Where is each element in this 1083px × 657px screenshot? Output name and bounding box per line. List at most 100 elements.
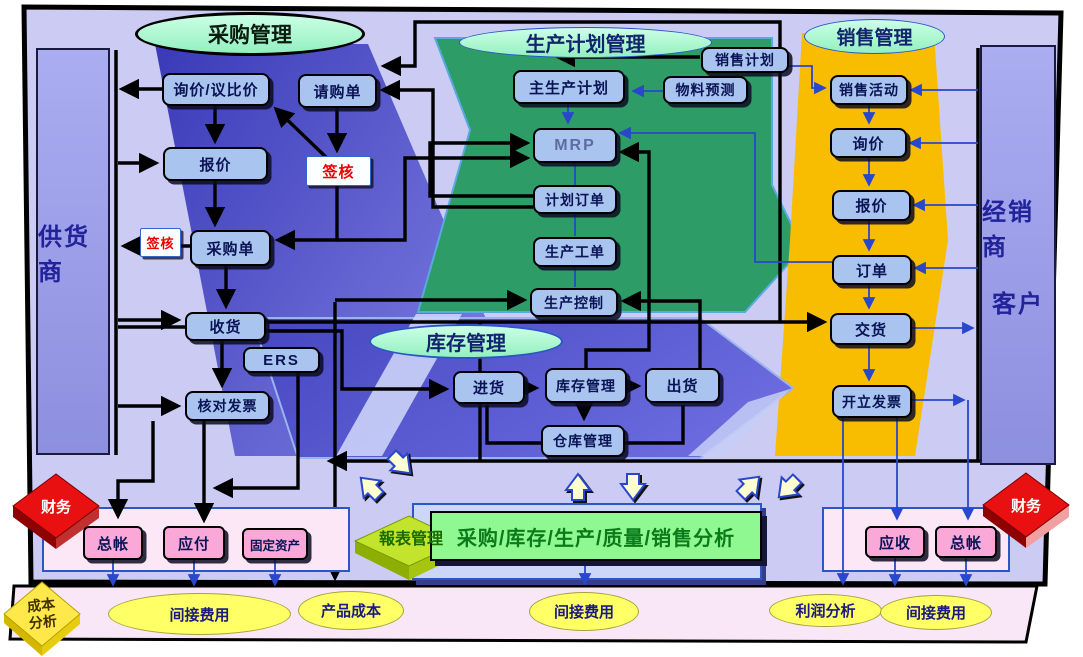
sales-order-label: 订单 <box>855 262 888 280</box>
general-ledger-left-box: 总帐 <box>83 526 143 560</box>
purchase-requisition-label: 请购单 <box>313 83 362 101</box>
inquiry-compare-box: 询价/议比价 <box>162 73 270 106</box>
ers-label: ERS <box>263 351 300 369</box>
supplier-label: 供货商 <box>38 223 90 286</box>
procurement-header-label: 采购管理 <box>208 24 292 47</box>
finance-right-text: 财务 <box>1010 497 1041 515</box>
accounts-receivable-label: 应收 <box>878 534 911 552</box>
sales-plan-label: 销售计划 <box>715 52 775 68</box>
sales-quotation-label: 报价 <box>855 198 888 215</box>
ers-box: ERS <box>243 347 320 373</box>
profit-analysis-label: 利润分析 <box>795 603 856 620</box>
accounts-payable-label: 应付 <box>177 535 210 553</box>
goods-out-label: 出货 <box>666 378 699 395</box>
inventory-header: 库存管理 <box>369 324 563 359</box>
blue-connectors <box>561 65 978 407</box>
black-connectors-finance <box>107 373 300 524</box>
accounts-receivable-box: 应收 <box>865 526 925 558</box>
accounts-payable-box: 应付 <box>163 526 225 560</box>
flow-exchange-arrows <box>359 449 803 502</box>
inventory-header-label: 库存管理 <box>426 333 506 355</box>
sign-off-po-label: 签核 <box>146 236 175 251</box>
general-ledger-left-label: 总帐 <box>96 535 129 553</box>
planned-order-box: 计划订单 <box>533 185 617 214</box>
black-connectors <box>118 20 1035 582</box>
finance-diamond-left-label: 财务 <box>29 496 83 516</box>
general-ledger-right-box: 总帐 <box>935 526 997 558</box>
report-diamond-label: 報表管理 <box>363 527 459 548</box>
goods-receipt-box: 收货 <box>185 312 266 341</box>
distributor-label: 经销商 <box>982 198 1034 261</box>
overhead-left-label: 间接费用 <box>169 606 230 624</box>
purchase-requisition-box: 请购单 <box>298 74 377 108</box>
mps-label: 主生产计划 <box>528 79 609 97</box>
invoicing-box: 开立发票 <box>832 385 912 418</box>
mrp-box: MRP <box>533 128 617 163</box>
production-control-label: 生产控制 <box>544 294 604 311</box>
production-planning-header: 生产计划管理 <box>459 27 712 58</box>
sales-inquiry-box: 询价 <box>830 128 907 158</box>
product-cost-label: 产品成本 <box>320 603 381 620</box>
purchase-order-box: 采购单 <box>190 230 271 266</box>
fixed-assets-box: 固定资产 <box>242 528 308 560</box>
blue-connectors-finance <box>106 400 975 587</box>
fixed-assets-label: 固定资产 <box>249 538 300 553</box>
material-forecast-label: 物料预测 <box>675 82 736 98</box>
sales-inquiry-label: 询价 <box>852 135 885 153</box>
sales-plan-box: 销售计划 <box>701 47 789 73</box>
goods-out-box: 出货 <box>645 368 720 403</box>
general-ledger-right-label: 总帐 <box>949 534 982 552</box>
goods-receipt-label: 收货 <box>209 319 242 336</box>
warehouse-mgmt-label: 仓库管理 <box>553 433 613 449</box>
work-order-label: 生产工单 <box>545 244 605 260</box>
inventory-band-highlight-2 <box>688 389 790 456</box>
procurement-header: 采购管理 <box>135 12 365 56</box>
production-control-box: 生产控制 <box>530 288 618 317</box>
inventory-mgmt-label: 库存管理 <box>556 377 616 394</box>
overhead-left-ellipse: 间接费用 <box>108 593 291 635</box>
profit-analysis-ellipse: 利润分析 <box>769 594 882 627</box>
sign-off-requisition-box: 签核 <box>306 156 371 186</box>
overhead-center-label: 间接费用 <box>553 604 614 621</box>
analysis-box: 采购/库存/生产/质量/销售分析 <box>430 511 762 561</box>
invoice-check-box: 核对发票 <box>185 391 270 421</box>
analysis-box-label: 采购/库存/生产/质量/销售分析 <box>456 527 736 550</box>
overhead-right-ellipse: 间接费用 <box>880 595 992 630</box>
cost-text-line2: 分析 <box>28 612 58 632</box>
production-planning-header-label: 生产计划管理 <box>525 34 646 56</box>
product-cost-ellipse: 产品成本 <box>298 591 404 630</box>
mps-box: 主生产计划 <box>513 70 625 104</box>
purchase-quotation-box: 报价 <box>163 147 268 181</box>
invoicing-label: 开立发票 <box>842 393 902 410</box>
invoice-check-label: 核对发票 <box>197 398 258 414</box>
goods-in-box: 进货 <box>453 371 525 404</box>
sales-order-box: 订单 <box>832 255 912 285</box>
purchase-quotation-label: 报价 <box>199 156 232 174</box>
inventory-mgmt-box: 库存管理 <box>545 368 627 403</box>
cost-analysis-diamond-label: 成本 分析 <box>12 593 71 635</box>
work-order-box: 生产工单 <box>533 237 617 267</box>
customer-bar: 经销商 客户 <box>980 45 1056 465</box>
planned-order-label: 计划订单 <box>545 191 605 208</box>
sales-activity-label: 销售活动 <box>839 82 899 98</box>
delivery-box: 交货 <box>830 313 912 345</box>
customer-label: 客户 <box>992 290 1044 318</box>
sales-header-label: 销售管理 <box>836 28 913 49</box>
finance-left-text: 财务 <box>40 498 71 516</box>
overhead-right-label: 间接费用 <box>905 605 966 622</box>
inquiry-compare-label: 询价/议比价 <box>173 82 259 99</box>
finance-diamond-right <box>982 472 1070 548</box>
material-forecast-box: 物料预测 <box>663 76 748 104</box>
report-diamond-text: 報表管理 <box>378 531 443 548</box>
overhead-center-ellipse: 间接费用 <box>529 592 639 631</box>
sales-header: 销售管理 <box>804 19 945 54</box>
finance-diamond-right-label: 财务 <box>999 495 1053 515</box>
delivery-label: 交货 <box>854 321 887 339</box>
warehouse-mgmt-box: 仓库管理 <box>541 425 625 457</box>
goods-in-label: 进货 <box>472 380 505 397</box>
purchase-order-label: 采购单 <box>206 240 255 258</box>
finance-diamond-left <box>12 473 100 549</box>
sales-quotation-box: 报价 <box>832 190 911 221</box>
supplier-bar: 供货商 <box>36 48 110 455</box>
sign-off-requisition-label: 签核 <box>322 163 355 181</box>
